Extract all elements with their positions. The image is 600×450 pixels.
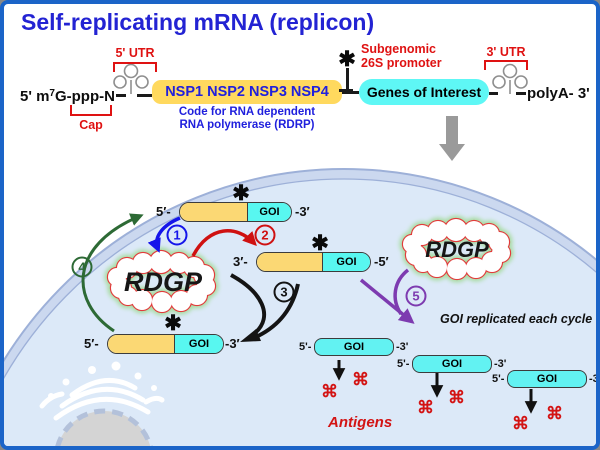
strand1-goi-segment: GOI: [248, 203, 291, 221]
antigen-icon: ⌘: [546, 404, 563, 423]
strand3-goi-segment: GOI: [175, 335, 223, 353]
svg-text:4: 4: [78, 260, 86, 275]
strand3-3prime: -3′: [225, 336, 240, 351]
backbone-segment: [137, 94, 152, 97]
strand2-3prime: 3′-: [233, 254, 248, 269]
promoter-base: [339, 89, 353, 92]
svg-text:5: 5: [412, 289, 419, 304]
step2-arrow: [191, 229, 257, 257]
strand2-5prime: -5′: [374, 254, 389, 269]
strand2-nsp-segment: [257, 253, 323, 271]
backbone-segment: [116, 94, 126, 97]
translation-arrows: [332, 360, 538, 414]
antigen-icon: ⌘: [352, 370, 369, 389]
cell-diagram-svg: RDGP RDGP 1: [4, 116, 596, 446]
mrna2-3prime: -3': [494, 358, 507, 370]
strand3-promoter-asterisk: ✱: [164, 312, 182, 335]
rdgp-cloud-left: RDGP: [108, 251, 215, 312]
backbone-segment: [489, 92, 498, 95]
cap-sequence-sup: 7: [49, 88, 55, 99]
promoter-label-line1: Subgenomic: [361, 42, 437, 56]
utr3-label: 3' UTR: [486, 45, 526, 59]
strand1-nsp-segment: [180, 203, 248, 221]
antigens-label: Antigens: [328, 414, 393, 431]
backbone-segment: [516, 92, 526, 95]
step4-arrow: [81, 213, 144, 333]
mrna3-box: GOI: [507, 370, 587, 388]
goi-replication-note: GOI replicated each cycle: [440, 312, 593, 326]
rdgp-cloud-right: RDGP: [403, 219, 510, 279]
utr5-label: 5' UTR: [115, 46, 155, 60]
mrna2-box: GOI: [412, 355, 492, 373]
polya-label: polyA- 3': [527, 85, 590, 102]
mrna1-3prime: -3': [396, 341, 409, 353]
strand3-5prime: 5′-: [84, 336, 99, 351]
svg-text:1: 1: [173, 228, 180, 243]
backbone-segment: [342, 91, 359, 94]
mrna1-box: GOI: [314, 338, 394, 356]
strand1-promoter-asterisk: ✱: [232, 182, 250, 205]
stemloop-3utr-icon: [492, 63, 528, 94]
genes-of-interest-box: Genes of Interest: [359, 79, 489, 105]
promoter-stem: [346, 68, 349, 92]
cap-label: Cap: [79, 118, 103, 132]
vesicle-dots: [48, 361, 157, 399]
nsp-caption-line2: RNA polymerase (RDRP): [179, 119, 315, 131]
nucleus-organelle: [39, 361, 165, 446]
step1-arrow: [147, 216, 181, 253]
down-arrow: [439, 116, 465, 161]
golgi-squiggles: [39, 377, 165, 421]
promoter-asterisk: ✱: [338, 48, 356, 71]
stemloop-5utr-icon: [113, 63, 149, 94]
step3-badge: 3: [273, 281, 295, 303]
nsp-box: NSP1 NSP2 NSP3 NSP4: [152, 80, 342, 104]
nsp-caption-line1: Code for RNA dependent: [178, 106, 316, 118]
mrna2-5prime: 5'-: [397, 358, 410, 370]
rdgp-left-label: RDGP: [124, 267, 203, 297]
step3-arrow: [230, 273, 300, 342]
svg-text:3: 3: [280, 285, 287, 300]
svg-text:2: 2: [261, 228, 268, 243]
antigen-icon: ⌘: [417, 398, 434, 417]
strand3-nsp-segment: [108, 335, 175, 353]
antigen-icon: ⌘: [448, 388, 465, 407]
strand2-promoter-asterisk: ✱: [311, 232, 329, 255]
mrna3-5prime: 5'-: [492, 373, 505, 385]
mrna1-5prime: 5'-: [299, 341, 312, 353]
step4-badge: 4: [71, 256, 93, 278]
cap-sequence-post: G-ppp-N: [54, 88, 115, 105]
page-title: Self-replicating mRNA (replicon): [21, 9, 375, 35]
cap-sequence-pre: 5' m: [20, 88, 50, 105]
utr3-bracket: [484, 60, 528, 70]
strand2-goi-segment: GOI: [323, 253, 370, 271]
antigen-icon: ⌘: [512, 414, 529, 433]
strand1: GOI: [179, 202, 292, 222]
step1-badge: 1: [166, 224, 188, 246]
strand3: GOI: [107, 334, 224, 354]
antigen-icon: ⌘: [321, 382, 338, 401]
strand2: GOI: [256, 252, 371, 272]
step2-badge: 2: [254, 224, 276, 246]
strand1-3prime: -3′: [295, 204, 310, 219]
step5-badge: 5: [405, 285, 427, 307]
cap-bracket: [70, 105, 112, 116]
utr5-bracket: [113, 62, 157, 72]
rdgp-right-label: RDGP: [425, 237, 489, 262]
cap-sequence: 5' m7G-ppp-N: [20, 88, 115, 105]
promoter-label-line2: 26S promoter: [361, 56, 442, 70]
strand1-5prime: 5′-: [156, 204, 171, 219]
step5-arrow: [359, 268, 415, 324]
mrna3-3prime: -3': [589, 373, 599, 385]
